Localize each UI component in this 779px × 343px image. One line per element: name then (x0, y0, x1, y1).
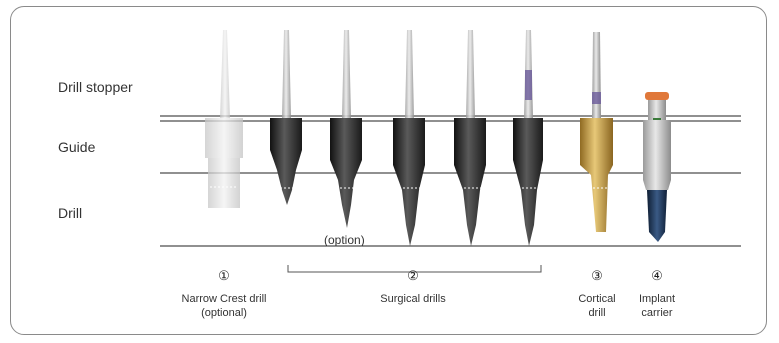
group-caption-2: Surgical drills (353, 292, 473, 306)
group-caption-1: Narrow Crest drill (optional) (162, 292, 286, 320)
cortical-drill (580, 32, 613, 232)
group-caption-1-line2: (optional) (201, 307, 247, 319)
group-caption-4: Implant carrier (627, 292, 687, 320)
group-caption-4-line1: Implant (638, 293, 676, 305)
surgical-drill-3 (393, 30, 425, 246)
group-caption-3-line1: Cortical (578, 293, 616, 305)
group-number-1: ① (218, 268, 230, 283)
group-caption-1-line1: Narrow Crest drill (181, 293, 267, 305)
surgical-drill-5 (513, 30, 543, 246)
option-note: (option) (324, 233, 365, 247)
surgical-drill-1 (270, 30, 302, 205)
group-caption-2-line1: Surgical drills (380, 293, 446, 305)
narrow-crest-drill (205, 30, 243, 208)
surgical-drill-4 (454, 30, 486, 246)
row-label-drill-stopper: Drill stopper (58, 79, 133, 95)
group-number-4: ④ (651, 268, 663, 283)
row-label-drill: Drill (58, 205, 83, 221)
group-number-2: ② (407, 268, 419, 283)
diagram-frame (10, 6, 767, 335)
row-label-guide: Guide (58, 139, 96, 155)
group-number-3: ③ (591, 268, 603, 283)
group-caption-3: Cortical drill (567, 292, 627, 320)
surgical-drill-2 (330, 30, 362, 228)
group-caption-4-line2: carrier (641, 307, 673, 319)
implant-carrier (643, 92, 671, 242)
group-caption-3-line2: drill (588, 307, 606, 319)
